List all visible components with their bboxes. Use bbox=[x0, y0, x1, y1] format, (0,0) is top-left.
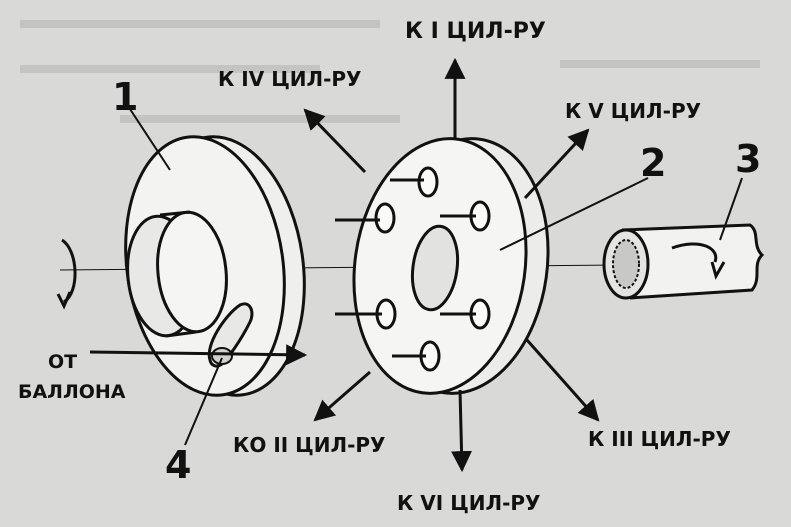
callout-2: 2 bbox=[640, 141, 666, 185]
part-2-distributor-disc bbox=[335, 137, 550, 395]
label-cyl6: К VI ЦИЛ-РУ bbox=[397, 491, 540, 515]
label-cyl3: К III ЦИЛ-РУ bbox=[588, 427, 731, 451]
part-3-drive-shaft bbox=[602, 223, 765, 300]
arrow-cyl5 bbox=[523, 128, 590, 200]
outlet-arrows bbox=[303, 57, 600, 473]
leader-lines bbox=[127, 105, 743, 446]
label-cyl2: КО II ЦИЛ-РУ bbox=[233, 433, 385, 457]
callout-1: 1 bbox=[112, 75, 138, 119]
label-cyl4: К IV ЦИЛ-РУ bbox=[218, 67, 361, 91]
label-from: ОТ bbox=[48, 351, 77, 373]
arrow-cyl4 bbox=[303, 108, 367, 174]
label-cylinder: БАЛЛОНА bbox=[18, 381, 126, 403]
arrow-cyl6 bbox=[451, 389, 473, 473]
callout-4: 4 bbox=[165, 443, 191, 487]
part-1-housing bbox=[124, 135, 306, 397]
rotation-arrowhead-left bbox=[56, 291, 72, 310]
arrow-cyl2 bbox=[313, 370, 371, 422]
arrow-cyl3 bbox=[525, 339, 600, 422]
label-cyl5: К V ЦИЛ-РУ bbox=[565, 99, 701, 123]
label-cyl1: К I ЦИЛ-РУ bbox=[405, 19, 546, 44]
gas-inlet-arrow bbox=[89, 344, 308, 366]
callout-3: 3 bbox=[735, 137, 761, 181]
background-smudge bbox=[20, 20, 760, 123]
